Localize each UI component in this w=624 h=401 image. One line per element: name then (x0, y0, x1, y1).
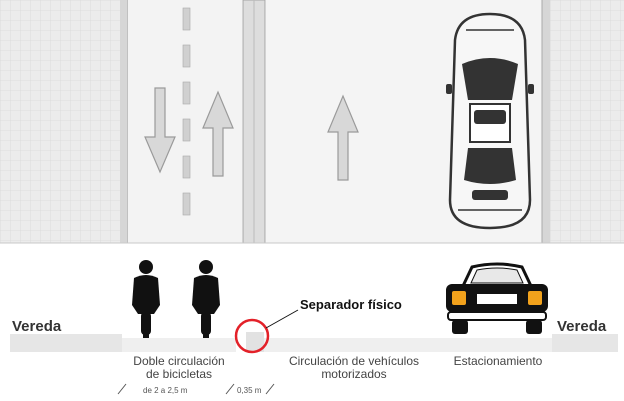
cross-section (10, 260, 618, 395)
motor-lane-caption: Circulación de vehículos motorizados (274, 355, 434, 381)
dimension-marks (117, 383, 275, 395)
sidewalk-right-section (552, 334, 618, 352)
separator-highlight-circle (234, 318, 270, 354)
arrow-up-icon (327, 94, 359, 181)
plan-view (0, 0, 624, 244)
sidewalk-left-section (10, 334, 122, 352)
arrow-down-icon (144, 87, 176, 174)
sidewalk-right-plan (550, 0, 624, 243)
curb-right (542, 0, 550, 243)
arrow-up-icon (202, 90, 234, 177)
sidewalk-label-left: Vereda (12, 318, 62, 335)
separator-width-dimension: 0,35 m (237, 386, 262, 395)
bike-lane-caption: Doble circulación de bicicletas (117, 355, 241, 381)
sidewalk-label-right: Vereda (557, 318, 607, 335)
car-top-view-icon (446, 12, 534, 230)
parking-caption: Estacionamiento (453, 354, 543, 368)
separator-label: Separador físico (300, 297, 402, 312)
motor-lane-caption-line2: motorizados (321, 367, 387, 381)
physical-separator-section (246, 332, 264, 352)
vehicle-lane-section (264, 338, 552, 352)
car-rear-view-icon (446, 262, 548, 334)
bike-lane-caption-line2: de bicicletas (145, 367, 213, 381)
sidewalk-left-plan (0, 0, 120, 243)
curb-left (120, 0, 128, 243)
cyclist-icon (132, 260, 160, 338)
cyclist-icon (192, 260, 220, 338)
bike-lane-section (122, 338, 236, 352)
separator-pointer-line (265, 309, 299, 329)
bike-lane-caption-line1: Doble circulación (133, 354, 225, 368)
lane-center-dashes (182, 7, 191, 216)
motor-lane-caption-line1: Circulación de vehículos (288, 354, 420, 368)
bike-lane-width-dimension: de 2 a 2,5 m (143, 386, 188, 395)
